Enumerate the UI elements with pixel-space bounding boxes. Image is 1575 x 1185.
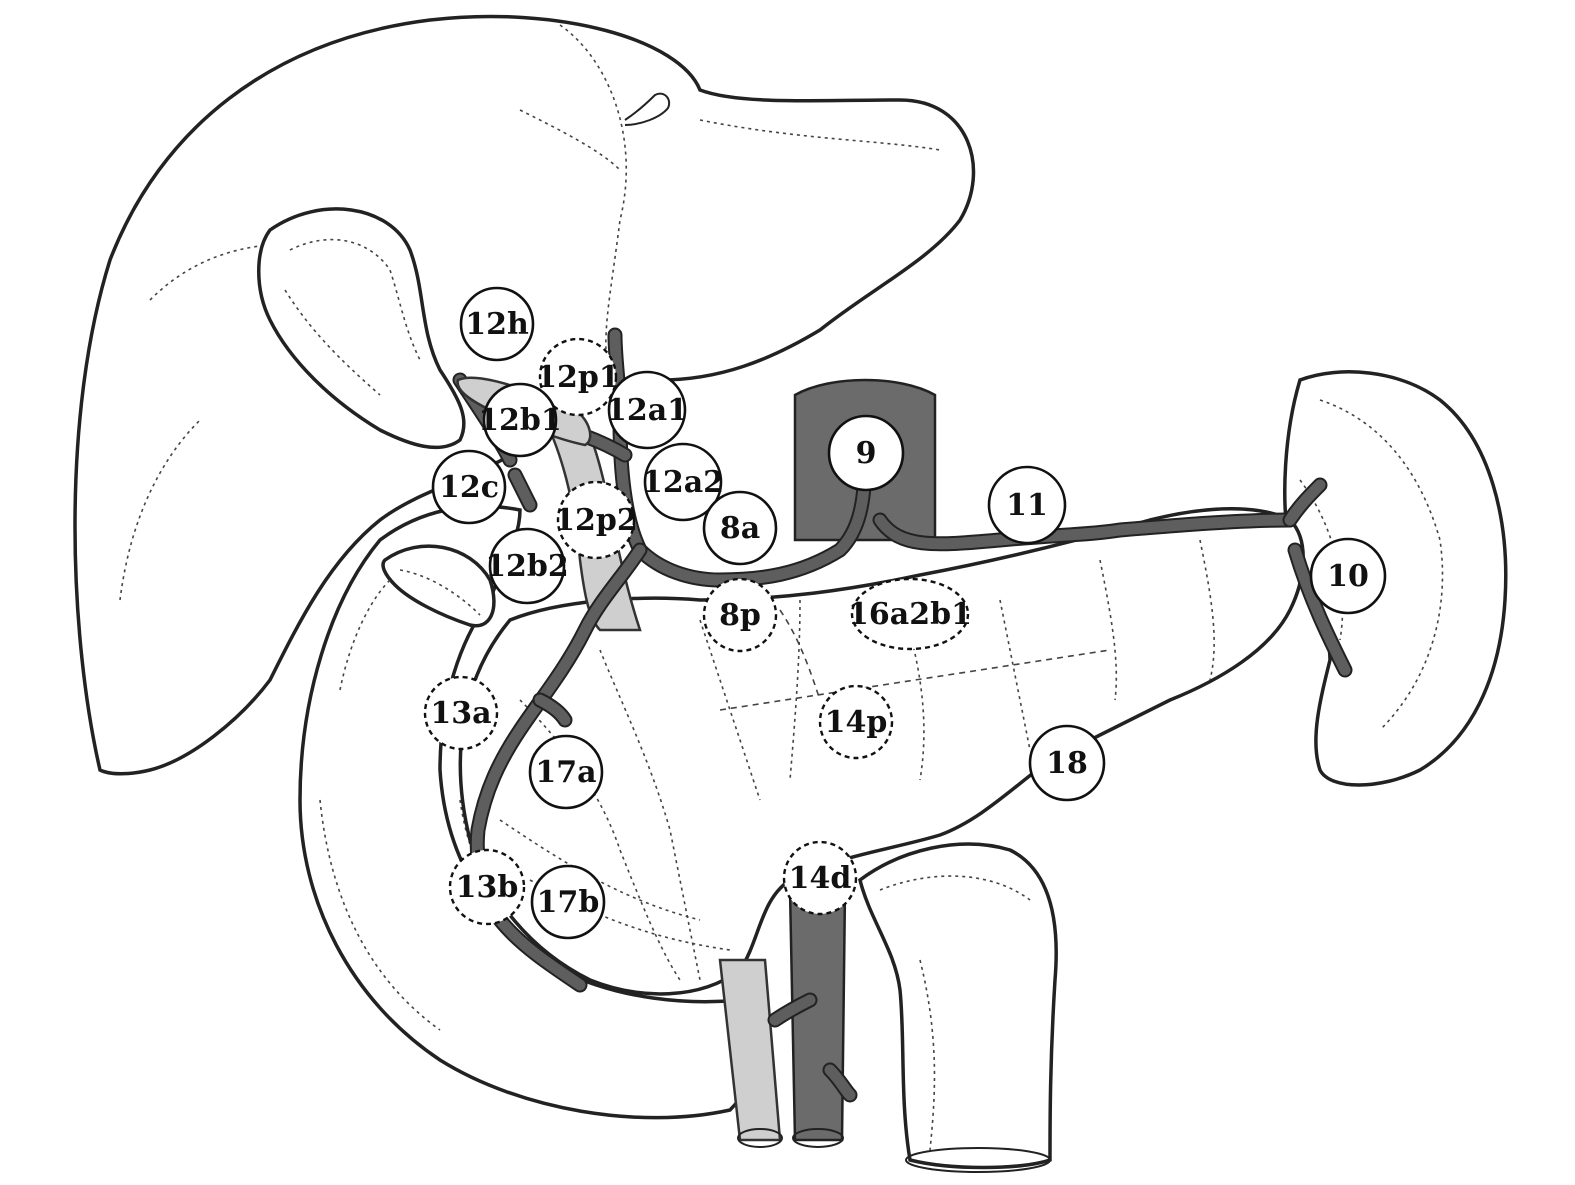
node-12a2: 12a2 bbox=[642, 442, 724, 522]
svg-text:16a2b1: 16a2b1 bbox=[848, 597, 972, 632]
node-13a: 13a bbox=[423, 675, 499, 751]
node-12b1: 12b1 bbox=[478, 382, 562, 458]
svg-text:9: 9 bbox=[856, 436, 877, 471]
svg-text:13b: 13b bbox=[456, 870, 519, 905]
svg-text:12p1: 12p1 bbox=[536, 360, 620, 395]
svg-text:11: 11 bbox=[1006, 488, 1048, 523]
gallbladder bbox=[257, 207, 466, 450]
svg-text:12b2: 12b2 bbox=[485, 549, 569, 584]
node-12a1: 12a1 bbox=[606, 370, 688, 450]
node-8a: 8a bbox=[702, 490, 778, 566]
svg-text:14p: 14p bbox=[825, 705, 888, 740]
jejunum bbox=[858, 842, 1058, 1173]
svg-text:18: 18 bbox=[1046, 746, 1088, 781]
node-8p: 8p bbox=[702, 577, 778, 653]
svg-text:12c: 12c bbox=[439, 470, 499, 505]
node-12p1: 12p1 bbox=[536, 337, 620, 417]
node-14d: 14d bbox=[782, 840, 858, 916]
svg-text:10: 10 bbox=[1327, 559, 1369, 594]
node-17a: 17a bbox=[528, 734, 604, 810]
node-12h: 12h bbox=[459, 286, 535, 362]
node-12b2: 12b2 bbox=[485, 527, 569, 605]
node-16a2b1: 16a2b1 bbox=[848, 577, 972, 651]
svg-text:12p2: 12p2 bbox=[554, 503, 638, 538]
node-14p: 14p bbox=[818, 684, 894, 760]
svg-text:12h: 12h bbox=[465, 307, 529, 342]
svg-text:12a1: 12a1 bbox=[606, 393, 688, 428]
svg-text:17b: 17b bbox=[537, 885, 600, 920]
node-10: 10 bbox=[1309, 537, 1387, 615]
svg-text:8a: 8a bbox=[720, 511, 760, 546]
pancreas bbox=[458, 507, 1305, 996]
node-12p2: 12p2 bbox=[554, 480, 638, 560]
svg-text:8p: 8p bbox=[719, 598, 761, 633]
svg-text:13a: 13a bbox=[430, 696, 491, 731]
node-13b: 13b bbox=[448, 848, 526, 926]
node-18: 18 bbox=[1028, 724, 1106, 802]
svg-text:12a2: 12a2 bbox=[642, 465, 724, 500]
node-12c: 12c bbox=[431, 449, 507, 525]
svg-text:14d: 14d bbox=[789, 861, 852, 896]
node-17b: 17b bbox=[530, 864, 606, 940]
lymph-node-stations: 12h 12p1 12a1 12b1 12a2 12c 12p2 8a bbox=[423, 286, 1387, 940]
svg-text:12b1: 12b1 bbox=[478, 403, 562, 438]
node-11: 11 bbox=[987, 465, 1067, 545]
svg-text:17a: 17a bbox=[535, 755, 596, 790]
node-9: 9 bbox=[827, 414, 905, 492]
